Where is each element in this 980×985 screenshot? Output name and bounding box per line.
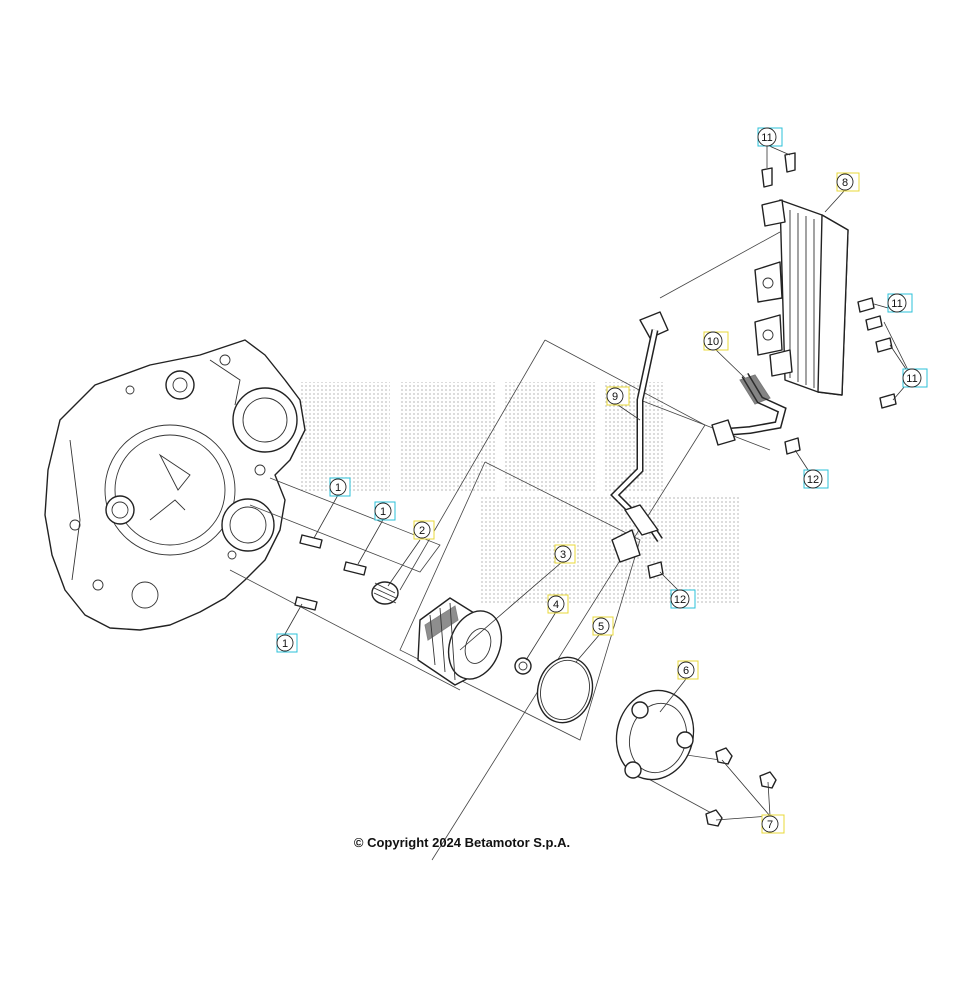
callout-label: 2 — [419, 525, 425, 537]
callout-1a: 1 — [329, 477, 351, 497]
oil-pipe — [610, 311, 669, 563]
callout-12a: 12 — [803, 469, 829, 489]
crankcase-cover — [44, 339, 306, 631]
callout-2: 2 — [413, 520, 435, 540]
callout-12b: 12 — [670, 589, 696, 609]
callout-10: 10 — [703, 331, 729, 351]
callout-label: 5 — [598, 621, 604, 633]
callout-label: 11 — [891, 298, 902, 310]
callout-label: 6 — [683, 665, 689, 677]
seals — [514, 656, 594, 724]
watermark — [300, 382, 740, 605]
cooler-hose — [711, 372, 787, 446]
callout-label: 3 — [560, 549, 566, 561]
callout-3: 3 — [554, 544, 576, 564]
oil-filter — [417, 597, 503, 686]
callout-label: 11 — [761, 132, 772, 144]
callout-label: 1 — [380, 506, 386, 518]
callout-7: 7 — [761, 814, 785, 834]
callout-label: 12 — [807, 474, 819, 486]
callout-5: 5 — [592, 616, 614, 636]
callout-9: 9 — [606, 386, 630, 406]
callout-label: 12 — [674, 594, 686, 606]
callout-label: 9 — [612, 391, 618, 403]
callout-6: 6 — [677, 660, 699, 680]
callout-label: 8 — [842, 177, 848, 189]
callout-label: 10 — [707, 336, 719, 348]
callout-8: 8 — [836, 172, 860, 192]
callout-label: 1 — [282, 638, 288, 650]
callout-label: 4 — [553, 599, 559, 611]
filter-cover — [615, 689, 695, 781]
callout-label: 11 — [906, 373, 917, 385]
callout-1c: 1 — [276, 633, 298, 653]
oil-strainer — [371, 581, 399, 605]
oil-cooler — [754, 199, 849, 396]
dowel-pins — [294, 534, 367, 611]
callout-4: 4 — [547, 594, 569, 614]
callout-1b: 1 — [374, 501, 396, 521]
assembly-guides — [229, 231, 781, 861]
cooler-bolts — [647, 152, 897, 579]
callout-11a: 11 — [757, 127, 783, 147]
callout-11b: 11 — [887, 293, 913, 313]
cover-bolts — [705, 747, 777, 827]
copyright-notice: © Copyright 2024 Betamotor S.p.A. — [353, 835, 571, 850]
callout-label: 7 — [767, 819, 773, 831]
callout-11c: 11 — [902, 368, 928, 388]
callout-label: 1 — [335, 482, 341, 494]
